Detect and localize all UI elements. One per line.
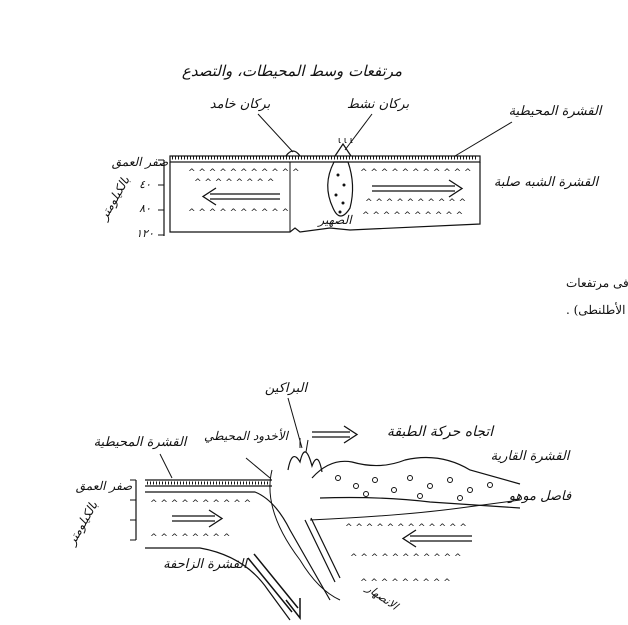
diagram-a-title: مرتفعات وسط المحيطات، والتصدع [182,62,402,80]
arrow-plate-motion [312,425,359,444]
svg-text:^ ^ ^ ^ ^ ^ ^ ^ ^ ^: ^ ^ ^ ^ ^ ^ ^ ^ ^ ^ [365,198,466,208]
leader-dormant [257,113,294,153]
arrow-right-a [372,179,464,198]
depth-tick-40-a: ٤٠ [139,178,151,191]
caption-line-1: ( أ ) حدود الطبق المتباعد . مع مرتفعات و… [566,275,628,290]
eruption-marks-b [299,438,309,453]
arrow-slab-down [247,553,301,621]
label-oceanic-crust-a: القشرة المحيطية [509,104,603,119]
magma-dots-a [334,173,346,214]
magma-column-a [327,161,354,217]
lithosphere-block-a [169,162,481,233]
depth-unit-label-b: بالكيلومتر [64,498,101,549]
svg-text:^ ^ ^ ^ ^ ^ ^ ^ ^ ^ ^: ^ ^ ^ ^ ^ ^ ^ ^ ^ ^ ^ [188,168,300,178]
depth-zero-label-a: صفر العمق [112,155,169,169]
trench-wall-b [269,469,341,601]
depth-unit-label-a: بالكيلومتر [96,173,133,224]
svg-text:^ ^ ^ ^ ^ ^ ^ ^ ^: ^ ^ ^ ^ ^ ^ ^ ^ ^ [360,578,451,588]
leader-oceanic [454,121,513,157]
continental-crust-b [311,456,521,509]
depth-zero-label-b: صفر العمق [76,479,133,493]
label-volcanoes: البراكين [265,381,309,396]
oceanic-crust-band-b [145,479,272,487]
label-plate-motion: اتجاه حركة الطبقة [387,424,495,440]
eruption-marks: ι ι ι [338,136,353,146]
diagram-b: البراكين الأخدود المحيطي القشرة المحيطية… [64,381,572,621]
svg-text:^ ^ ^ ^ ^ ^ ^ ^: ^ ^ ^ ^ ^ ^ ^ ^ [150,533,230,543]
depth-tick-120-a: ١٢٠ [136,227,154,240]
volcano-plumes-b [287,451,323,473]
label-moho: فاصل موهو [507,489,572,504]
svg-text:^ ^ ^ ^ ^ ^ ^ ^: ^ ^ ^ ^ ^ ^ ^ ^ [194,178,274,188]
leader-oceanic-b [159,453,173,479]
volcano-dormant-shape [285,150,301,157]
arrow-slab-right [172,509,224,528]
svg-text:^ ^ ^ ^ ^ ^ ^ ^ ^ ^ ^: ^ ^ ^ ^ ^ ^ ^ ^ ^ ^ ^ [350,553,462,563]
leader-active [344,113,373,151]
leader-trench [245,457,271,479]
svg-text:^ ^ ^ ^ ^ ^ ^ ^ ^ ^: ^ ^ ^ ^ ^ ^ ^ ^ ^ ^ [188,208,289,218]
oceanic-crust-band-a [169,155,481,163]
label-magma: الصهير [316,213,353,227]
slab-top-b [145,491,331,601]
label-volcano-dormant: بركان خامد [210,97,271,112]
depth-ticks-a [158,159,164,236]
label-oceanic-crust-b: القشرة المحيطية [94,435,188,450]
slab-bottom-b [145,547,291,621]
label-trench: الأخدود المحيطي [204,428,290,443]
volcano-active-shape [334,142,352,157]
depth-ticks-b [130,479,136,541]
diagram-a: مرتفعات وسط المحيطات، والتصدع بركان خامد… [96,62,628,317]
label-continental-crust: القشرة القارية [491,449,571,464]
arrow-left-a [201,187,280,206]
svg-text:^ ^ ^ ^ ^ ^ ^ ^ ^ ^ ^ ^: ^ ^ ^ ^ ^ ^ ^ ^ ^ ^ ^ ^ [345,523,467,533]
svg-text:^ ^ ^ ^ ^ ^ ^ ^ ^ ^: ^ ^ ^ ^ ^ ^ ^ ^ ^ ^ [362,211,463,221]
mantle-marks-a: ^ ^ ^ ^ ^ ^ ^ ^ ^ ^ ^ ^ ^ ^ ^ ^ ^ ^ ^ ^ … [188,168,472,221]
label-lithosphere: القشرة الشبه صلبة [494,175,600,190]
caption-line-2: وسط الأطلنطى) . [566,302,628,317]
mantle-marks-b: ^ ^ ^ ^ ^ ^ ^ ^ ^ ^ ^ ^ ^ ^ ^ ^ ^ ^ ^ ^ … [150,499,467,588]
svg-text:^ ^ ^ ^ ^ ^ ^ ^ ^ ^: ^ ^ ^ ^ ^ ^ ^ ^ ^ ^ [150,499,251,509]
depth-tick-80-a: ٨٠ [139,202,151,215]
label-volcano-active: بركان نشط [347,97,410,112]
svg-text:^ ^ ^ ^ ^ ^ ^ ^ ^ ^ ^: ^ ^ ^ ^ ^ ^ ^ ^ ^ ^ ^ [360,168,472,178]
label-sinking-crust: القشرة الزاحفة [163,557,248,572]
arrow-melt-down [304,517,341,583]
continental-dots [335,475,493,501]
moho-line-b [309,499,521,521]
arrow-mantle-left [401,529,472,548]
